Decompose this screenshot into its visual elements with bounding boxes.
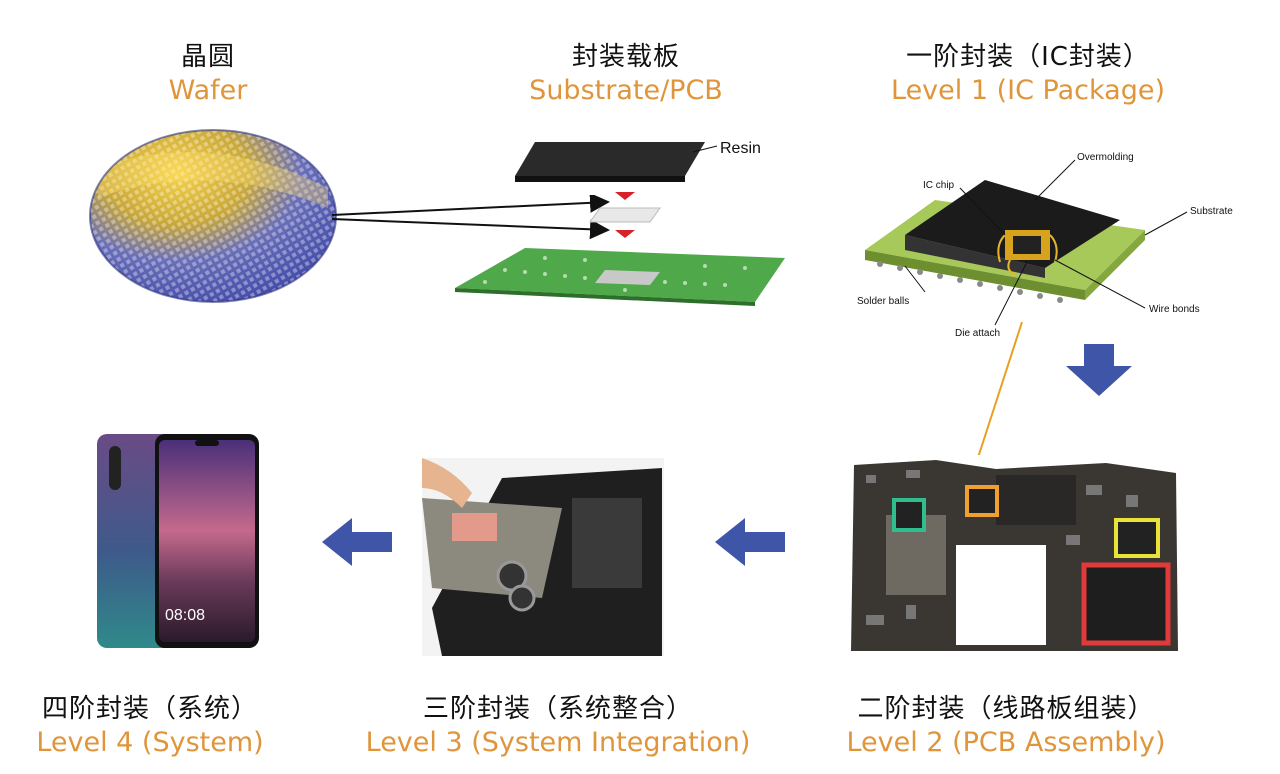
down-arrow-icon xyxy=(1066,344,1132,396)
resin-callout: Resin xyxy=(720,140,761,157)
level3-label-cn: 三阶封装（系统整合） xyxy=(422,694,694,724)
wafer-image xyxy=(89,129,337,303)
level4-label-en: Level 4 (System) xyxy=(36,727,264,758)
wafer-label: 晶圆 Wafer xyxy=(169,40,248,108)
highlight-orange-box xyxy=(965,485,999,517)
level1-label-cn: 一阶封装（IC封装） xyxy=(906,42,1150,72)
wafer-label-en: Wafer xyxy=(168,75,248,106)
left-arrow-icon xyxy=(715,518,785,566)
substrate-image: Resin xyxy=(455,140,785,306)
ic-package-image: Overmolding IC chip Substrate Solder bal… xyxy=(857,152,1233,339)
level3-label-en: Level 3 (System Integration) xyxy=(365,727,751,758)
solder-balls-callout: Solder balls xyxy=(857,296,909,307)
level2-label: 二阶封装（线路板组装） Level 2 (PCB Assembly) xyxy=(846,692,1165,760)
level2-label-cn: 二阶封装（线路板组装） xyxy=(857,694,1155,724)
level2-label-en: Level 2 (PCB Assembly) xyxy=(846,727,1166,758)
red-marker-top xyxy=(615,192,635,200)
highlight-red-box xyxy=(1081,562,1171,646)
substrate-label-en: Substrate/PCB xyxy=(529,75,723,106)
left-arrow-icon xyxy=(322,518,392,566)
ic-chip-callout: IC chip xyxy=(923,180,955,191)
highlight-green-box xyxy=(892,498,926,532)
substrate-label-cn: 封装载板 xyxy=(571,42,681,72)
level4-label: 四阶封装（系统） Level 4 (System) xyxy=(36,692,263,760)
system-integration-image xyxy=(422,458,664,656)
wire-bonds-callout: Wire bonds xyxy=(1149,304,1200,315)
highlight-yellow-box xyxy=(1114,518,1160,558)
substrate-label: 封装载板 Substrate/PCB xyxy=(529,40,723,108)
overmolding-callout: Overmolding xyxy=(1077,152,1134,163)
level1-label: 一阶封装（IC封装） Level 1 (IC Package) xyxy=(891,40,1165,108)
wafer-label-cn: 晶圆 xyxy=(180,42,236,72)
phone-time: 08:08 xyxy=(165,607,205,624)
die-attach-callout: Die attach xyxy=(955,328,1000,339)
level3-label: 三阶封装（系统整合） Level 3 (System Integration) xyxy=(366,692,751,760)
substrate-callout: Substrate xyxy=(1190,206,1233,217)
level4-label-cn: 四阶封装（系统） xyxy=(41,694,258,724)
level1-label-en: Level 1 (IC Package) xyxy=(891,75,1165,106)
red-marker-bottom xyxy=(615,230,635,238)
pcb-assembly-image xyxy=(846,455,1181,655)
pointer-line xyxy=(973,321,1023,471)
smartphone-image: 08:08 xyxy=(97,434,259,648)
wafer-to-die-arrows xyxy=(331,195,610,240)
